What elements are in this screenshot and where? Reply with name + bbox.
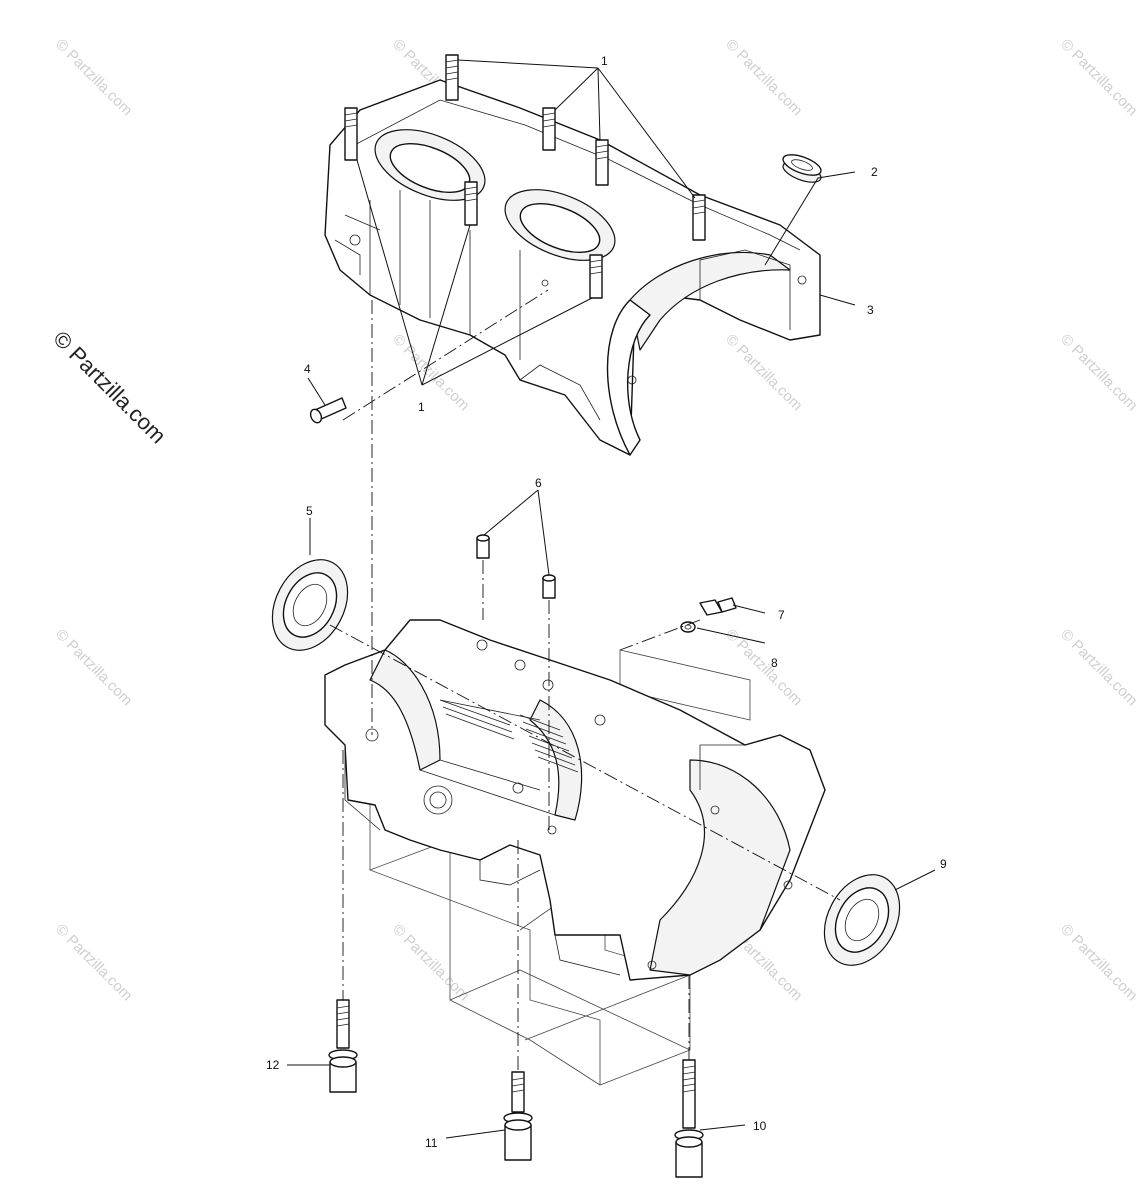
- callout-4: 4: [304, 362, 311, 376]
- watermark: © Partzilla.com: [722, 626, 805, 709]
- dowel-pins: [476, 534, 556, 599]
- side-watermark: © Partzilla.com: [48, 326, 171, 449]
- leader-lines: [287, 59, 936, 1139]
- callout-6: 6: [535, 476, 542, 490]
- pin-part: [309, 397, 347, 424]
- callout-3: 3: [867, 303, 874, 317]
- watermark: © Partzilla.com: [1057, 921, 1140, 1004]
- watermark: © Partzilla.com: [52, 36, 135, 119]
- watermark: © Partzilla.com: [722, 331, 805, 414]
- callout-8: 8: [771, 656, 778, 670]
- watermark: © Partzilla.com: [1057, 36, 1140, 119]
- bolt-12: [328, 999, 358, 1093]
- stud-group: [344, 54, 706, 299]
- drain-plug: [680, 597, 737, 633]
- lower-crankcase: [324, 619, 826, 1086]
- callout-5: 5: [306, 504, 313, 518]
- callout-labels: 1 1 2 3 4 5 6 7 8 9 10 11 12: [266, 54, 947, 1150]
- callout-2: 2: [871, 165, 878, 179]
- watermark: © Partzilla.com: [52, 626, 135, 709]
- grommet-part: [782, 154, 822, 183]
- upper-crankcase: [324, 54, 821, 456]
- watermark: © Partzilla.com: [52, 921, 135, 1004]
- callout-10: 10: [753, 1119, 767, 1133]
- watermark: © Partzilla.com: [389, 921, 472, 1004]
- bolt-10: [674, 1059, 704, 1178]
- assembly-centerlines: [329, 289, 841, 1072]
- watermark: © Partzilla.com: [1057, 626, 1140, 709]
- callout-7: 7: [778, 608, 785, 622]
- watermark: © Partzilla.com: [389, 331, 472, 414]
- callout-11: 11: [425, 1136, 438, 1150]
- callout-12: 12: [266, 1058, 280, 1072]
- bolt-11: [503, 1071, 533, 1161]
- callout-1-lower: 1: [418, 400, 425, 414]
- watermark: © Partzilla.com: [722, 36, 805, 119]
- oil-seal-left: [271, 559, 349, 651]
- watermark: © Partzilla.com: [1057, 331, 1140, 414]
- oil-seal-right: [823, 874, 901, 966]
- callout-9: 9: [940, 857, 947, 871]
- callout-1: 1: [601, 54, 608, 68]
